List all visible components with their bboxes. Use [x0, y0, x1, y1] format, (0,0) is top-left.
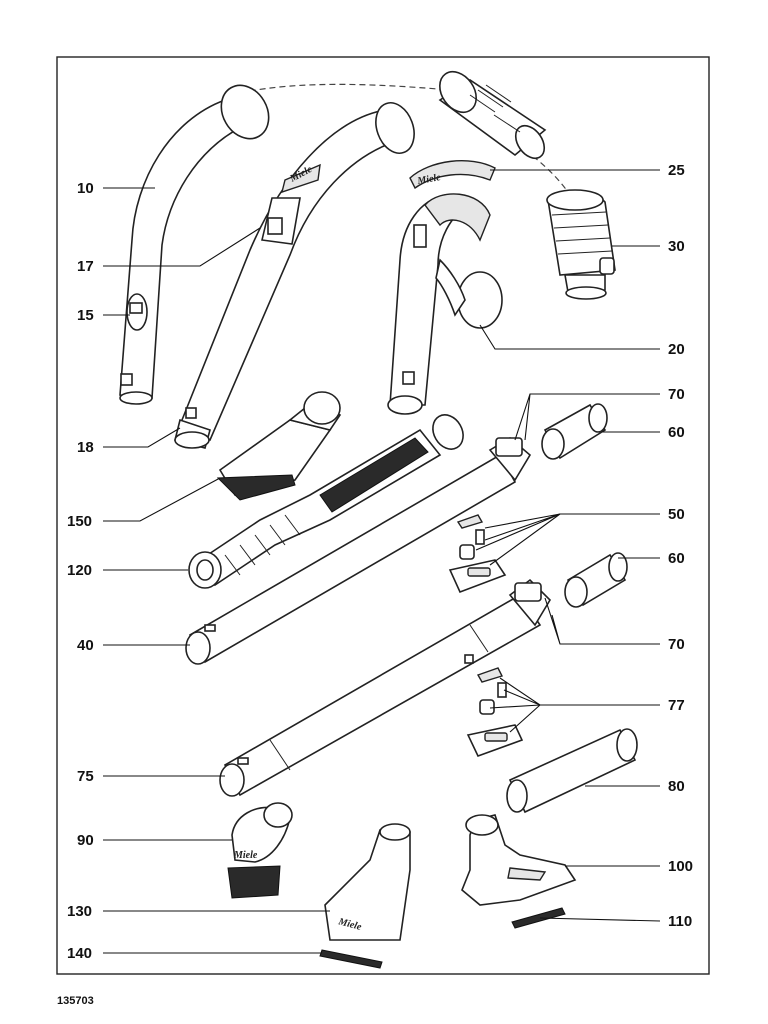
callout-18: 18 [77, 439, 94, 456]
callout-17: 17 [77, 258, 94, 275]
strip-part-110 [511, 907, 566, 929]
callout-70: 70 [668, 386, 685, 403]
handle-part-17: Miele [174, 102, 415, 449]
callout-10: 10 [77, 180, 94, 197]
hose-part-120 [188, 414, 464, 589]
clip-part-25: Miele [409, 160, 496, 190]
clip-part-50 [448, 514, 507, 594]
tube-part-75 [219, 578, 552, 797]
callout-110: 110 [668, 913, 692, 930]
leader-lines [103, 169, 661, 954]
callout-140: 140 [67, 945, 92, 962]
callout-75: 75 [77, 768, 94, 785]
callout-70: 70 [668, 636, 685, 653]
sleeve-part-60-top [541, 403, 608, 460]
clip-part-77 [466, 667, 524, 758]
dusting-brush-part-90: Miele [227, 802, 293, 899]
sleeve-part-60-bottom [564, 552, 628, 608]
callout-40: 40 [77, 637, 94, 654]
callout-120: 120 [67, 562, 92, 579]
hose-coupling-top [438, 70, 547, 160]
brand-text: Miele [233, 850, 258, 861]
callout-15: 15 [77, 307, 94, 324]
strip-part-140 [319, 949, 383, 969]
handle-part-20 [387, 193, 503, 415]
callout-130: 130 [67, 903, 92, 920]
callout-50: 50 [668, 506, 685, 523]
reference-number: 135703 [57, 995, 94, 1007]
tube-part-40 [185, 437, 532, 665]
callout-77: 77 [668, 697, 685, 714]
floor-tool-part-100 [461, 814, 577, 906]
brush-part-150 [216, 391, 342, 501]
callout-60: 60 [668, 550, 685, 567]
connector-part-30 [546, 189, 616, 300]
callout-80: 80 [668, 778, 685, 795]
callout-90: 90 [77, 832, 94, 849]
handle-part-10 [119, 84, 270, 405]
hose-connector-dash [524, 149, 571, 196]
crevice-tool-part-80 [506, 728, 638, 814]
callout-30: 30 [668, 238, 685, 255]
upholstery-tool-part-130: Miele [324, 823, 411, 941]
callout-150: 150 [67, 513, 92, 530]
brand-text: Miele [416, 172, 442, 187]
callout-25: 25 [668, 162, 685, 179]
callout-60: 60 [668, 424, 685, 441]
callout-20: 20 [668, 341, 685, 358]
callout-100: 100 [668, 858, 693, 875]
hose-connector-dash [239, 83, 451, 94]
